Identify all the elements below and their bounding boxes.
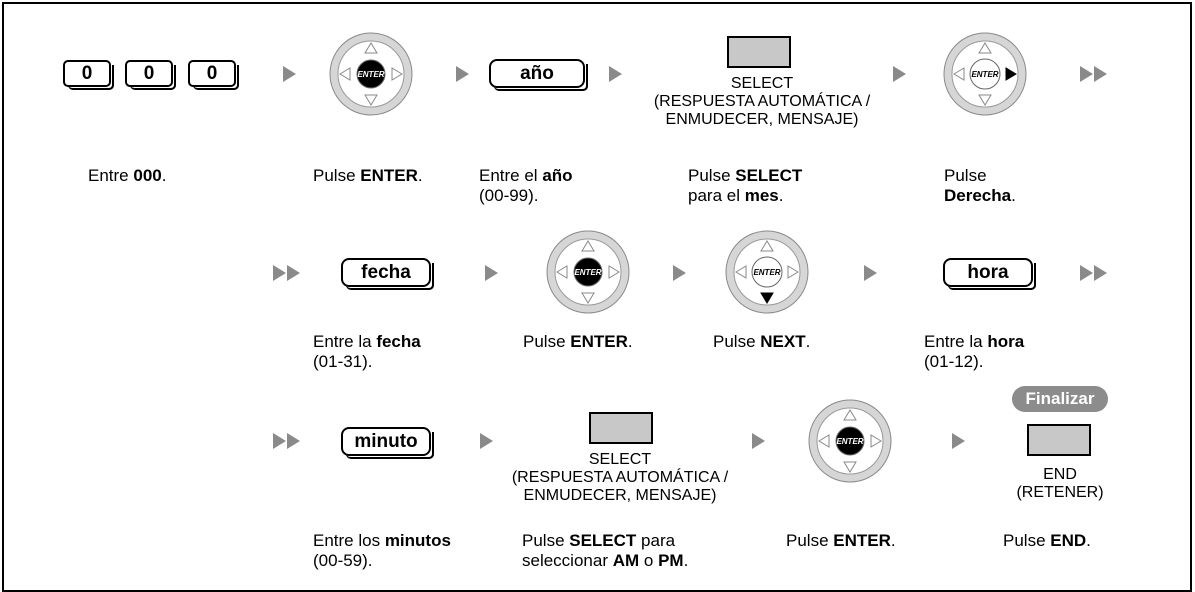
step-text: Pulse ENTER. (523, 332, 633, 351)
double-arrow-icon (1080, 66, 1108, 87)
step-text: Entre el año(00-99). (479, 166, 573, 205)
select-button[interactable] (589, 412, 653, 444)
arrow-icon (952, 433, 965, 449)
key-0[interactable]: 0 (63, 60, 114, 90)
navigator-down-icon[interactable]: ENTER (725, 230, 809, 314)
step-text: Pulse END. (1003, 531, 1091, 550)
arrow-icon (480, 433, 493, 449)
select-button[interactable] (727, 36, 791, 68)
step-text: Pulse ENTER. (313, 166, 423, 185)
key-fecha[interactable]: fecha (341, 258, 434, 290)
step-text: Entre la hora(01-12). (924, 332, 1025, 371)
navigator-enter-icon[interactable]: ENTER (329, 32, 413, 116)
key-hora[interactable]: hora (943, 258, 1036, 290)
arrow-icon (456, 66, 469, 82)
enter-label: ENTER (971, 70, 998, 79)
double-arrow-icon (1080, 265, 1108, 286)
end-caption: END(RETENER) (1016, 466, 1104, 501)
key-anio[interactable]: año (489, 59, 588, 91)
key-0[interactable]: 0 (125, 60, 176, 90)
arrow-icon (485, 265, 498, 281)
step-text: Pulse ENTER. (786, 531, 896, 550)
arrow-icon (673, 265, 686, 281)
step-text: Entre los minutos(00-59). (313, 531, 451, 570)
step-text: Entre la fecha(01-31). (313, 332, 421, 371)
enter-label: ENTER (574, 268, 601, 277)
navigator-enter-icon[interactable]: ENTER (808, 399, 892, 483)
step-text: Pulse NEXT. (713, 332, 811, 351)
navigator-enter-icon[interactable]: ENTER (546, 230, 630, 314)
arrow-icon (609, 66, 622, 82)
double-arrow-icon (273, 433, 301, 454)
end-button[interactable] (1027, 424, 1091, 456)
arrow-icon (893, 66, 906, 82)
double-arrow-icon (273, 265, 301, 286)
enter-label: ENTER (836, 437, 863, 446)
key-minuto[interactable]: minuto (341, 427, 434, 459)
enter-label: ENTER (357, 70, 384, 79)
step-text: Entre 000. (88, 166, 167, 185)
arrow-icon (864, 265, 877, 281)
finalizar-badge: Finalizar (1012, 386, 1108, 412)
arrow-icon (283, 66, 296, 82)
navigator-right-icon[interactable]: ENTER (943, 32, 1027, 116)
select-caption: SELECT(RESPUESTA AUTOMÁTICA /ENMUDECER, … (653, 75, 871, 128)
key-0[interactable]: 0 (188, 60, 239, 90)
enter-label: ENTER (753, 268, 780, 277)
select-caption: SELECT(RESPUESTA AUTOMÁTICA /ENMUDECER, … (511, 451, 729, 504)
arrow-icon (752, 433, 765, 449)
